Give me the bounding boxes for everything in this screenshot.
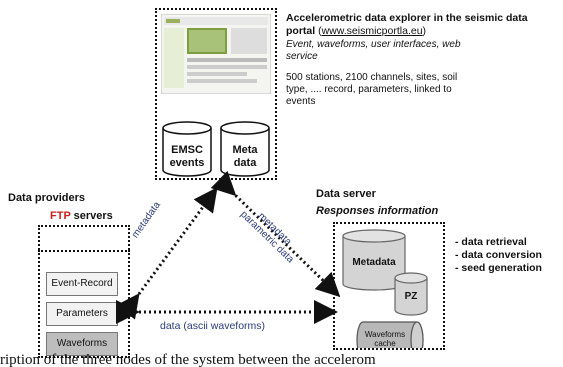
portal-node-box: EMSC events Meta data [155, 8, 277, 180]
pz-database-icon [394, 272, 428, 316]
waveforms-cache-label: Waveforms cache [364, 330, 406, 348]
server-function-retrieval: - data retrieval [455, 236, 527, 248]
portal-subtitle: Event, waveforms, user interfaces, web s… [286, 39, 461, 62]
pz-db-label: PZ [404, 291, 418, 302]
server-function-seed: - seed generation [455, 262, 542, 274]
portal-details: 500 stations, 2100 channels, sites, soil… [286, 72, 458, 107]
providers-portal-arrow [115, 187, 218, 320]
meta-data-label: Meta data [232, 144, 258, 169]
parameters-item: Parameters [46, 302, 118, 326]
data-server-box: Metadata PZ Waveforms cache [333, 222, 445, 350]
portal-title-text: Accelerometric data explorer in the seis… [286, 12, 528, 37]
metadata-db-label: Metadata [352, 257, 396, 268]
portal-title: Accelerometric data explorer in the seis… [286, 12, 556, 38]
emsc-events-database-icon [162, 121, 212, 177]
portal-url-link[interactable]: (www.seismicportla.eu) [318, 25, 427, 37]
data-providers-heading: Data providers [8, 192, 86, 204]
portal-server-arrow [210, 170, 341, 298]
portal-screenshot-thumbnail [161, 14, 271, 94]
ftp-servers-label: FTP servers [50, 210, 113, 222]
responses-information-heading: Responses information [316, 205, 439, 217]
server-function-conversion: - data conversion [455, 249, 542, 261]
metadata-database-icon [342, 229, 406, 291]
waveforms-cache-database-icon [356, 321, 424, 348]
ftp-label: FTP [50, 210, 71, 222]
bottom-arrow-label: data (ascii waveforms) [160, 320, 266, 332]
figure-caption: ription of the three nodes of the system… [0, 352, 376, 367]
event-record-item: Event-Record [46, 272, 118, 296]
emsc-events-label: EMSC events [169, 144, 205, 169]
servers-label: servers [73, 210, 113, 222]
waveforms-item: Waveforms [46, 332, 118, 356]
ftp-server-box: Event-Record Parameters Waveforms [38, 250, 130, 358]
